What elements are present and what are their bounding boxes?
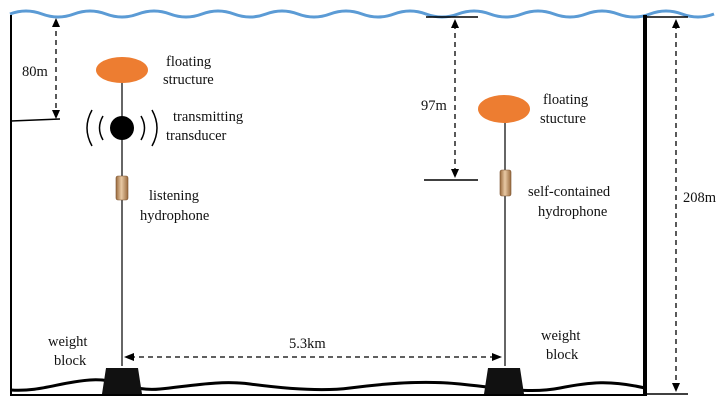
left-weight-block: [102, 368, 142, 394]
listening-hydrophone-label-1: listening: [149, 188, 199, 204]
transducer-label-2: transducer: [166, 128, 227, 144]
self-contained-hydrophone-label-1: self-contained: [528, 184, 611, 200]
right-float-label-2: stucture: [540, 111, 586, 127]
left-weight-label-1: weight: [48, 334, 87, 350]
right-float: [478, 95, 530, 123]
sound-wave-left-outer: [86, 109, 93, 147]
left-float-label-1: floating: [166, 54, 211, 70]
sound-wave-right-inner: [140, 115, 146, 141]
dim-80m-arrow-top: [52, 18, 60, 27]
dim-97m-arrow-bottom: [451, 169, 459, 178]
depth-label-97m: 97m: [421, 98, 448, 114]
right-float-label-1: floating: [543, 92, 588, 108]
self-contained-hydrophone-label-2: hydrophone: [538, 204, 607, 220]
sound-wave-left-inner: [98, 115, 104, 141]
left-weight-label-2: block: [54, 353, 87, 369]
seabed: [10, 378, 646, 393]
water-surface: [9, 9, 715, 19]
listening-hydrophone-label-2: hydrophone: [140, 208, 209, 224]
dim-208m-arrow-top: [672, 19, 680, 28]
dim-80m-arrow-bottom: [52, 110, 60, 119]
right-weight-block: [484, 368, 524, 394]
depth-label-80m: 80m: [22, 64, 49, 80]
right-weight-label-1: weight: [541, 328, 580, 344]
left-float: [96, 57, 148, 83]
self-contained-hydrophone: [499, 169, 512, 197]
listening-hydrophone: [115, 175, 129, 201]
dim-97m-arrow-top: [451, 19, 459, 28]
dim-208m-arrow-bottom: [672, 383, 680, 392]
depth-label-208m: 208m: [683, 190, 717, 206]
left-float-label-2: structure: [163, 72, 214, 88]
sound-wave-right-outer: [151, 109, 158, 147]
dim-distance-arrow-right: [492, 353, 502, 361]
right-weight-label-2: block: [546, 347, 579, 363]
dim-distance-arrow-left: [124, 353, 134, 361]
transducer-label-1: transmitting: [173, 109, 243, 125]
dim-80m-tick: [10, 118, 61, 122]
distance-label: 5.3km: [289, 336, 326, 352]
transmitting-transducer: [110, 116, 134, 140]
